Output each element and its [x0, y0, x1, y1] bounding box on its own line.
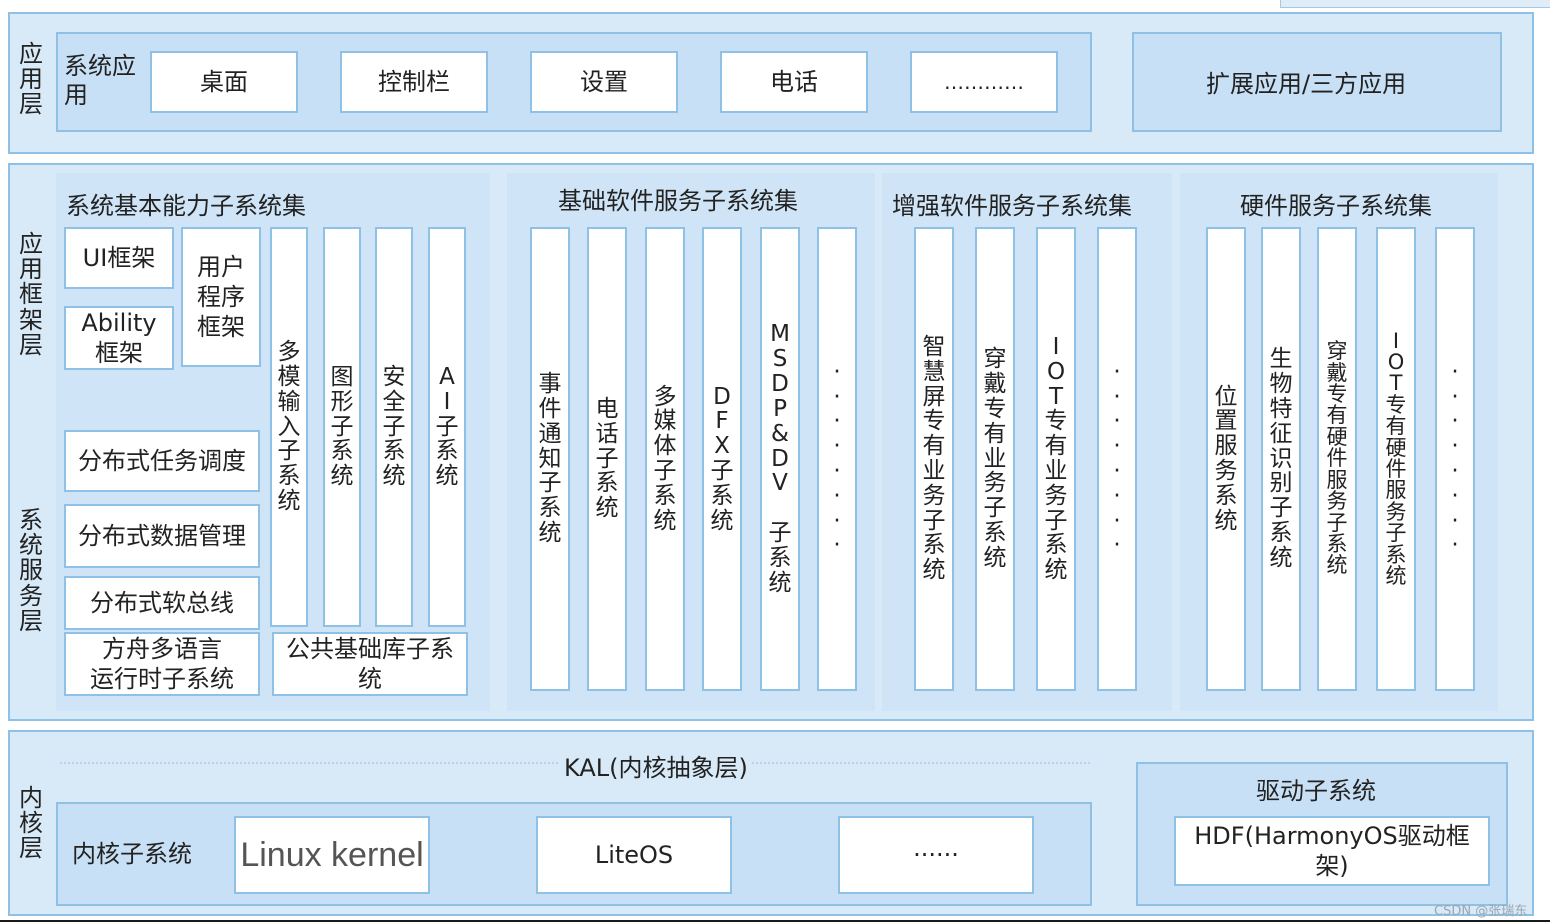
event-notification-subsystem: 事 件 通 知 子 系 统	[530, 227, 570, 691]
common-base-box: 公共基础库子系 统	[272, 632, 468, 696]
location-service-subsystem: 位 置 服 务 系 统	[1206, 227, 1246, 691]
app-layer-label: 应 用 层	[19, 40, 43, 119]
dfx-text: D F X 子 系 统	[710, 383, 734, 534]
app-control-bar: 控制栏	[340, 51, 488, 113]
hdf-text: HDF(HarmonyOS驱动框 架)	[1194, 822, 1470, 880]
iot-hardware-subsystem: I O T 专 有 硬 件 服 务 子 系 统	[1376, 227, 1416, 691]
kernel-more-box: ······	[838, 816, 1034, 894]
iot-business-subsystem: I O T 专 有 业 务 子 系 统	[1036, 227, 1076, 691]
app-phone: 电话	[720, 51, 868, 113]
basic-software-more-text: · · · · · · · ·	[833, 358, 841, 559]
multimodal-input-text: 多 模 输 入 子 系 统	[277, 339, 301, 515]
kernel-layer-label: 内 核 层	[19, 784, 43, 863]
kal-label: KAL(内核抽象层)	[560, 748, 752, 783]
location-service-text: 位 置 服 务 系 统	[1214, 383, 1238, 534]
system-apps-label: 系统应 用	[64, 52, 136, 109]
iot-business-text: I O T 专 有 业 务 子 系 统	[1044, 333, 1068, 584]
hardware-service-more: · · · · · · · ·	[1435, 227, 1475, 691]
ui-framework-box: UI框架	[64, 227, 174, 289]
ability-framework-box: Ability 框架	[64, 306, 174, 370]
common-base-text: 公共基础库子系 统	[286, 635, 454, 693]
telephony-text: 电 话 子 系 统	[595, 395, 619, 522]
soft-bus-box: 分布式软总线	[64, 576, 260, 630]
hardware-service-title: 硬件服务子系统集	[1240, 192, 1432, 220]
liteos-box: LiteOS	[536, 816, 732, 894]
extended-apps-label: 扩展应用/三方应用	[1206, 70, 1407, 98]
wearable-business-text: 穿 戴 专 有 业 务 子 系 统	[983, 346, 1007, 571]
ark-runtime-box: 方舟多语言 运行时子系统	[64, 632, 260, 696]
distributed-scheduling-box: 分布式任务调度	[64, 430, 260, 492]
basic-software-title: 基础软件服务子系统集	[558, 187, 798, 215]
ability-framework-text: Ability 框架	[81, 309, 157, 367]
watermark: CSDN @张瑞东	[1434, 904, 1528, 919]
smart-screen-text: 智 慧 屏 专 有 业 务 子 系 统	[922, 333, 946, 584]
wearable-hardware-text: 穿 戴 专 有 硬 件 服 务 子 系 统	[1326, 339, 1348, 578]
enhanced-software-more-text: · · · · · · · ·	[1113, 358, 1121, 559]
enhanced-software-title: 增强软件服务子系统集	[892, 192, 1132, 220]
service-layer-label: 系 统 服 务 层	[19, 506, 43, 635]
security-text: 安 全 子 系 统	[382, 363, 406, 490]
app-desktop: 桌面	[150, 51, 298, 113]
multimedia-subsystem: 多 媒 体 子 系 统	[645, 227, 685, 691]
telephony-subsystem: 电 话 子 系 统	[587, 227, 627, 691]
iot-hardware-text: I O T 专 有 硬 件 服 务 子 系 统	[1385, 328, 1407, 589]
hardware-service-more-text: · · · · · · · ·	[1451, 358, 1459, 559]
dfx-subsystem: D F X 子 系 统	[702, 227, 742, 691]
event-notification-text: 事 件 通 知 子 系 统	[538, 371, 562, 547]
msdp-dv-text: M S D P & D V 子 系 统	[768, 321, 792, 596]
kernel-subsystem-label: 内核子系统	[72, 840, 192, 868]
top-right-bar	[1280, 0, 1550, 8]
multimodal-input-subsystem: 多 模 输 入 子 系 统	[270, 227, 308, 627]
wearable-business-subsystem: 穿 戴 专 有 业 务 子 系 统	[975, 227, 1015, 691]
graphics-text: 图 形 子 系 统	[330, 363, 354, 490]
ai-text: A I 子 系 统	[435, 363, 459, 490]
wearable-hardware-subsystem: 穿 戴 专 有 硬 件 服 务 子 系 统	[1317, 227, 1357, 691]
msdp-dv-subsystem: M S D P & D V 子 系 统	[760, 227, 800, 691]
security-subsystem: 安 全 子 系 统	[375, 227, 413, 627]
ark-runtime-text: 方舟多语言 运行时子系统	[90, 635, 234, 693]
basic-software-more: · · · · · · · ·	[817, 227, 857, 691]
graphics-subsystem: 图 形 子 系 统	[323, 227, 361, 627]
hdf-box: HDF(HarmonyOS驱动框 架)	[1174, 816, 1490, 886]
multimedia-text: 多 媒 体 子 系 统	[653, 383, 677, 534]
distributed-data-box: 分布式数据管理	[64, 504, 260, 568]
user-program-framework-text: 用户 程序 框架	[197, 253, 245, 341]
basic-capability-title: 系统基本能力子系统集	[66, 192, 306, 220]
enhanced-software-more: · · · · · · · ·	[1097, 227, 1137, 691]
app-more: …………	[910, 51, 1058, 113]
biometrics-text: 生 物 特 征 识 别 子 系 统	[1269, 346, 1293, 571]
extended-apps-panel	[1132, 32, 1502, 132]
framework-layer-label: 应 用 框 架 层	[19, 230, 43, 359]
bottom-divider	[0, 920, 1550, 922]
driver-subsystem-title: 驱动子系统	[1256, 777, 1376, 805]
user-program-framework-box: 用户 程序 框架	[181, 227, 261, 367]
ai-subsystem: A I 子 系 统	[428, 227, 466, 627]
biometrics-subsystem: 生 物 特 征 识 别 子 系 统	[1261, 227, 1301, 691]
app-settings: 设置	[530, 51, 678, 113]
smart-screen-subsystem: 智 慧 屏 专 有 业 务 子 系 统	[914, 227, 954, 691]
linux-kernel-box: Linux kernel	[234, 816, 430, 894]
